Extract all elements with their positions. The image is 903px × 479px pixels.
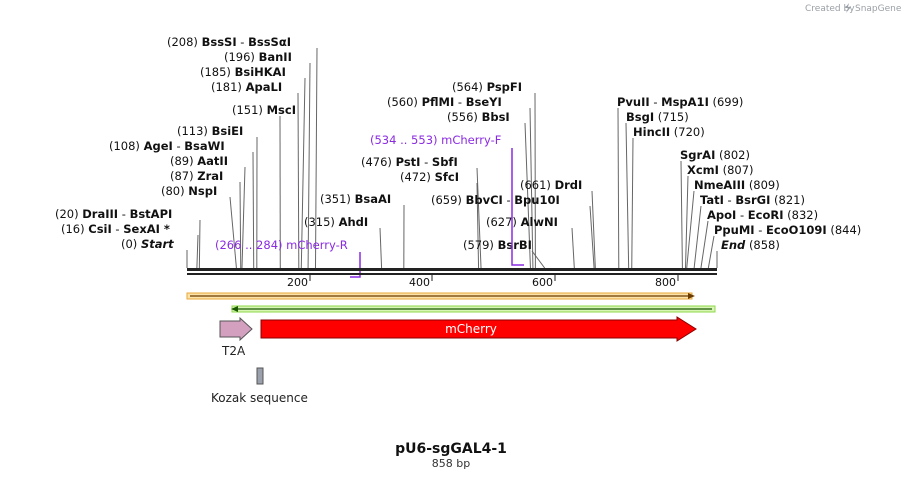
feature-t2a[interactable]: T2A [219,316,253,358]
feature-mcherry-label: mCherry [445,322,497,336]
primer-mcherry-f-mark[interactable] [511,148,524,266]
site-psti[interactable]: (476) PstI - SbfI [361,155,458,169]
site-ppumi[interactable]: PpuMI - EcoO109I (844) [714,223,861,237]
site-bsiei[interactable]: (113) BsiEI [177,124,243,138]
feature-t2a-label: T2A [221,344,246,358]
site-nspi[interactable]: (80) NspI [161,184,217,198]
leader-banii [307,62,311,269]
site-sgrai[interactable]: SgrAI (802) [680,148,750,162]
primer-mcherry-r-label[interactable]: (266 .. 284) mCherry-R [215,238,348,252]
leader-bsssi [314,47,318,269]
site-xcmi[interactable]: XcmI (807) [687,163,754,177]
site-msci[interactable]: (151) MscI [232,103,296,117]
leader-bbsi [524,122,531,269]
leader-draiii [198,219,201,269]
site-hincii[interactable]: HincII (720) [633,125,705,139]
leader-pflmi [529,107,534,269]
leader-agei [252,151,255,269]
site-csii[interactable]: (16) CsiI - SexAI * [61,222,170,236]
leader-aatii [241,166,246,269]
leader-bsrbi [531,250,546,269]
leader-csii [196,234,199,269]
feature-kozak-label: Kozak sequence [211,391,308,405]
sequence-title: pU6-sgGAL4-1 [395,441,507,457]
leader-bsgi [625,122,630,269]
leader-apoi [700,220,709,269]
snapgene-credit: Created by SnapGene [805,3,902,14]
leader-alwni [571,227,575,269]
site-apali[interactable]: (181) ApaLI [211,80,282,94]
scale-ruler: 200 400 600 800 [287,275,679,289]
leader-hincii [631,137,634,269]
leader-tati [693,205,702,269]
site-bsssi[interactable]: (208) BssSI - BssSαI [167,35,291,49]
site-bsihkai[interactable]: (185) BsiHKAI [200,65,286,79]
sequence-length: 858 bp [432,457,470,470]
dna-backbone [187,268,717,275]
leader-psti [476,167,482,269]
leader-drdi [591,190,596,269]
brand-text: SnapGene [855,4,902,14]
site-drdi[interactable]: (661) DrdI [520,178,582,192]
primer-mcherry-f-label[interactable]: (534 .. 553) mCherry-F [370,133,501,147]
orf-reverse[interactable] [231,305,716,313]
leader-pvuii [617,107,620,269]
feature-kozak[interactable]: Kozak sequence [211,367,308,405]
tick-label-800: 800 [655,276,676,289]
site-end[interactable]: End (858) [721,238,780,252]
primer-mcherry-r-mark[interactable] [350,252,361,278]
site-agei[interactable]: (108) AgeI - BsaWI [109,139,225,153]
site-bsrbi[interactable]: (579) BsrBI [463,238,532,252]
feature-mcherry[interactable]: mCherry [260,316,697,342]
leader-zrai [239,181,242,269]
site-bsgi[interactable]: BsgI (715) [626,110,689,124]
site-zrai[interactable]: (87) ZraI [170,169,223,183]
orf-forward[interactable] [186,292,695,300]
leader-ahdi [379,227,383,269]
tick-label-200: 200 [287,276,308,289]
tick-label-400: 400 [409,276,430,289]
leader-nmeaiii [686,190,695,269]
site-pspfi[interactable]: (564) PspFI [452,80,522,94]
site-pvuii[interactable]: PvuII - MspA1I (699) [617,95,743,109]
restriction-site-labels: (208) BssSI - BssSαI (196) BanII (185) B… [55,35,861,252]
leader-bbvci [589,205,595,269]
leader-nspi [229,196,237,269]
leader-apali [297,92,300,269]
leader-xcmi [684,175,689,269]
site-alwni[interactable]: (627) AlwNI [486,215,558,229]
site-leader-lines [186,47,718,269]
site-tati[interactable]: TatI - BsrGI (821) [700,193,805,207]
credit-text: Created by [805,4,855,14]
site-nmeaiii[interactable]: NmeAIII (809) [694,178,780,192]
leader-sfci [476,182,480,269]
site-ahdi[interactable]: (315) AhdI [304,215,368,229]
site-bbvci[interactable]: (659) BbvCI - Bpu10I [431,193,560,207]
site-bbsi[interactable]: (556) BbsI [447,110,510,124]
leader-sgrai [680,160,683,269]
leader-bsihkai [300,77,306,269]
site-sfci[interactable]: (472) SfcI [400,170,459,184]
site-aatii[interactable]: (89) AatII [170,154,228,168]
snapgene-logo-icon [845,3,851,13]
site-bsaai[interactable]: (351) BsaAI [320,192,391,206]
site-pflmi[interactable]: (560) PflMI - BseYI [387,95,502,109]
leader-ppumi [707,235,715,269]
site-draiii[interactable]: (20) DraIII - BstAPI [55,207,172,221]
site-start[interactable]: (0) Start [121,237,174,251]
tick-label-600: 600 [532,276,553,289]
site-banii[interactable]: (196) BanII [224,50,292,64]
site-apoi[interactable]: ApoI - EcoRI (832) [707,208,818,222]
